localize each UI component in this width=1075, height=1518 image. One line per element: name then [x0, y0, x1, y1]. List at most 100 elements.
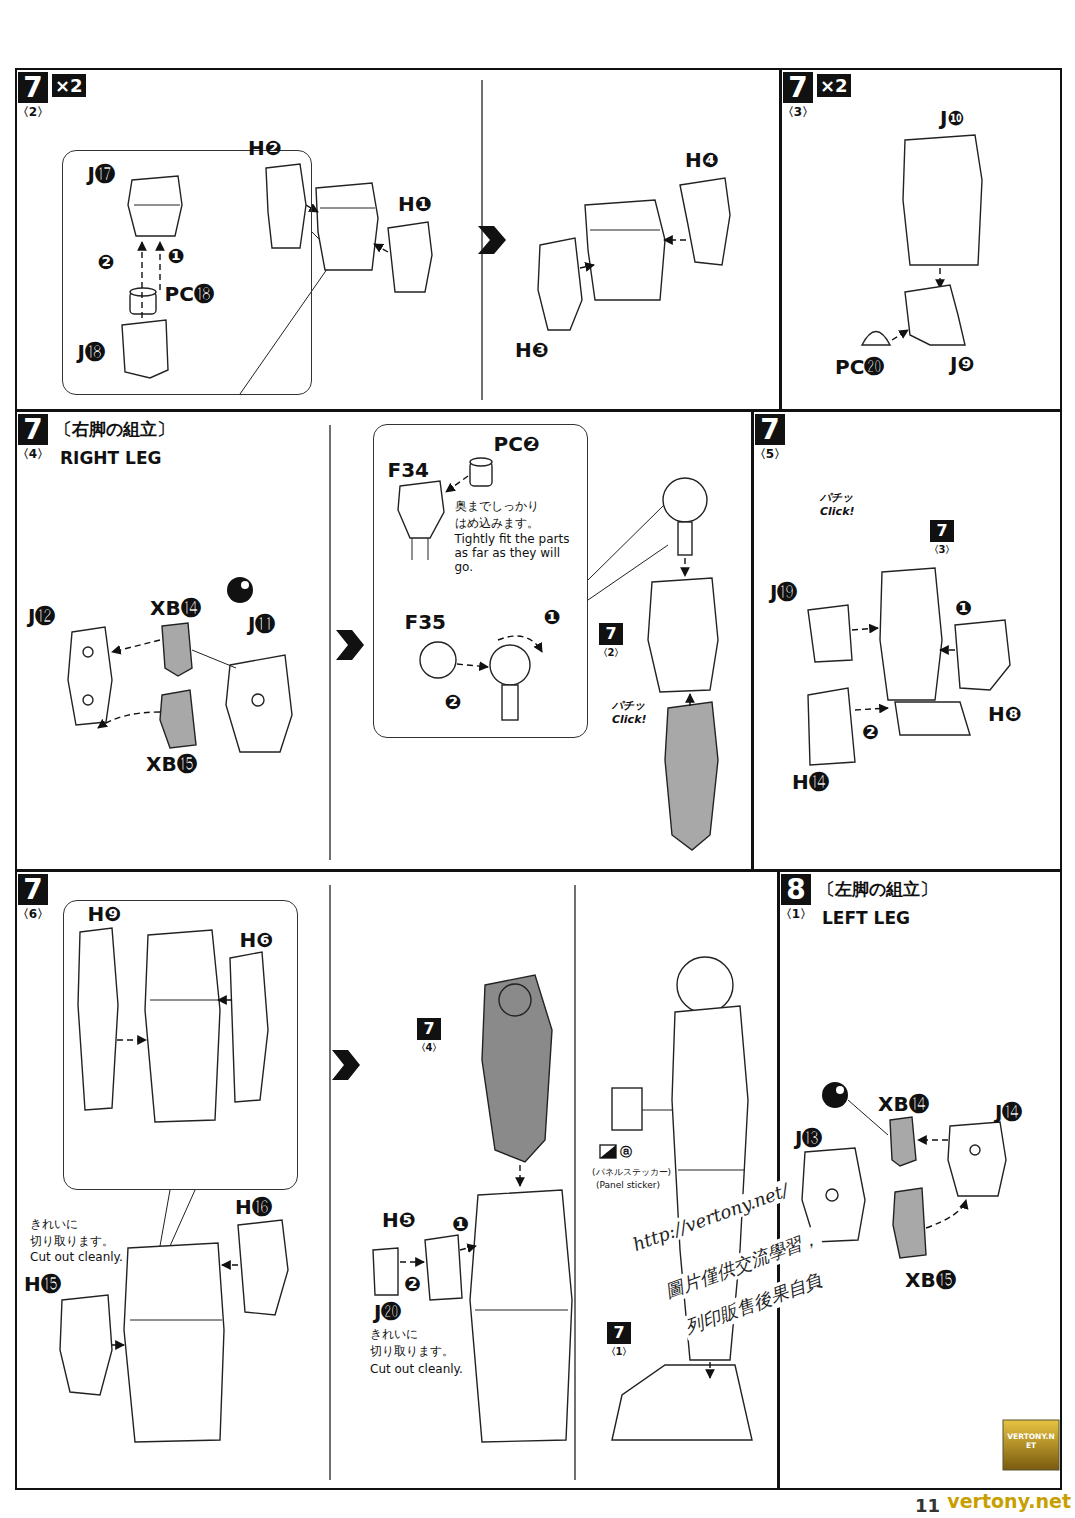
part-outline	[316, 183, 378, 270]
part-outline	[230, 952, 268, 1102]
gray-part	[160, 690, 196, 748]
part-outline	[388, 222, 432, 292]
part-number: PC⓲	[165, 282, 214, 306]
leader-line	[412, 538, 413, 560]
part-outline	[948, 1122, 1006, 1196]
watermark: vertony.net	[947, 1490, 1071, 1512]
assembly-arrow	[939, 268, 940, 288]
step-panel: 8〈1〉〔左脚の組立〕LEFT LEG	[778, 870, 1062, 1490]
step-substep: 〈4〉	[16, 446, 50, 463]
assembly-arrow	[117, 1039, 146, 1040]
part-outline	[905, 285, 965, 345]
part-number: H❸	[515, 338, 549, 362]
step-arrow	[332, 1050, 360, 1080]
assembly-arrow	[918, 1139, 948, 1140]
part-outline	[266, 164, 306, 248]
part-outline	[970, 1145, 980, 1155]
sticker-note: (パネルステッカー)	[592, 1166, 671, 1179]
step-panel: 7〈2〉×2J⓱❷❶PC⓲J⓲	[15, 68, 781, 411]
sticker-code: ⓐ	[620, 1144, 632, 1161]
step-substep: 〈4〉	[414, 1041, 444, 1055]
step-substep: 〈3〉	[781, 104, 815, 121]
part-number: XB⓯	[146, 752, 197, 776]
assembly-arrow	[159, 242, 160, 290]
assembly-arrow	[141, 242, 142, 318]
assembly-arrow	[374, 244, 388, 252]
part-number: H⓯	[24, 1272, 61, 1296]
section-title: 〔左脚の組立〕	[818, 878, 937, 901]
line-art	[1003, 1420, 1059, 1470]
step-panel: 7〈3〉×2	[780, 68, 1062, 411]
part-number: H❻	[240, 928, 274, 952]
part-outline	[122, 320, 168, 378]
dark-part	[499, 984, 531, 1016]
part-outline	[420, 642, 456, 678]
leader-line	[134, 205, 180, 206]
step-substep: 〈2〉	[596, 646, 626, 660]
part-number: F34	[388, 458, 430, 482]
part-number: H❶	[398, 192, 432, 216]
assembly-arrow	[852, 628, 878, 630]
leader-line	[678, 1170, 744, 1171]
page-number: 11	[915, 1495, 940, 1516]
gray-part	[665, 702, 718, 850]
assembly-arrow	[664, 239, 686, 240]
part-outline	[895, 702, 970, 735]
part-outline	[68, 627, 112, 725]
part-outline	[538, 238, 582, 330]
part-number: XB⓮	[150, 596, 201, 620]
line-art	[836, 1086, 844, 1094]
step-substep: 〈6〉	[16, 906, 50, 923]
part-outline	[128, 176, 182, 236]
part-outline	[808, 688, 855, 765]
step-number: 7	[417, 1018, 441, 1040]
part-number: H❽	[988, 702, 1022, 726]
part-outline	[612, 1365, 752, 1440]
step-reference-tag: 7〈3〉	[928, 520, 956, 560]
part-outline	[83, 695, 93, 705]
part-outline	[585, 200, 665, 300]
assembly-arrow	[689, 694, 690, 706]
click-sound: パチッ	[820, 490, 853, 505]
step-panel: 7〈4〉〔右脚の組立〕RIGHT LEGPC❷F34奥までしっかり はめ込みます…	[15, 410, 753, 871]
part-number: H❺	[382, 1208, 416, 1232]
part-number: F35	[405, 610, 447, 634]
step-number: 7	[18, 874, 48, 905]
step-number: 7	[930, 520, 954, 542]
cut-note: Cut out cleanly.	[30, 1250, 140, 1264]
section-title: LEFT LEG	[822, 908, 910, 928]
part-outline	[470, 1190, 572, 1442]
part-outline	[60, 1295, 112, 1395]
part-number: J⓳	[770, 580, 797, 604]
step-reference-tag: 7〈1〉	[605, 1322, 633, 1362]
part-outline	[677, 957, 733, 1013]
part-outline	[238, 1220, 288, 1315]
step-number: 7	[18, 414, 48, 445]
part-number: XB⓯	[905, 1268, 956, 1292]
step-reference-tag: 7〈4〉	[415, 1018, 443, 1058]
part-outline	[425, 1235, 462, 1300]
section-title: RIGHT LEG	[60, 448, 162, 468]
leader-line	[192, 650, 236, 668]
assembly-arrow	[400, 1261, 424, 1262]
part-outline	[502, 685, 518, 720]
part-outline	[226, 655, 292, 752]
step-panel: 7〈5〉7〈3〉	[752, 410, 1062, 871]
step-number: 7	[783, 72, 813, 103]
step-substep: 〈3〉	[927, 543, 957, 557]
part-outline	[648, 578, 718, 692]
part-number: J⓮	[995, 1100, 1022, 1124]
part-outline	[862, 332, 890, 346]
step-arrow	[336, 630, 364, 660]
part-outline	[470, 458, 492, 466]
part-outline	[490, 645, 530, 685]
leader-line	[590, 230, 660, 231]
assembly-arrow	[222, 1264, 238, 1265]
step-number: 7	[18, 72, 48, 103]
part-outline	[78, 928, 118, 1110]
assembly-arrow	[498, 636, 542, 652]
leader-line	[240, 262, 332, 394]
assembly-arrow	[940, 649, 955, 650]
